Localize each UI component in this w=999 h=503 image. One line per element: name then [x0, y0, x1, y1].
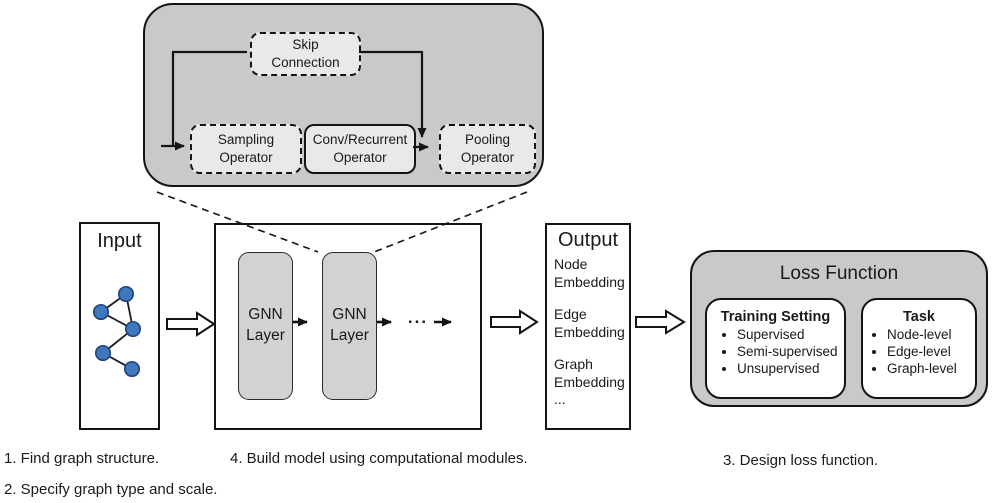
output-to-loss-arrow [635, 309, 686, 335]
gnn-layer-2: GNN Layer [322, 252, 377, 400]
conv-recurrent-operator-box: Conv/Recurrent Operator [304, 124, 416, 174]
skip-connection-box: Skip Connection [250, 32, 361, 76]
skip-connection-label: Skip Connection [271, 37, 340, 70]
sampling-operator-box: Sampling Operator [190, 124, 302, 174]
gnn-layer-2-label: GNN Layer [330, 306, 369, 344]
model-box: GNN Layer GNN Layer [214, 223, 482, 430]
task-item-node-level: Node-level [887, 327, 975, 342]
output-item-edge-embedding: Edge Embedding [554, 305, 625, 340]
caption-step2: 2. Specify graph type and scale. [4, 481, 218, 498]
caption-step3: 3. Design loss function. [723, 452, 879, 469]
training-item-supervised: Supervised [737, 327, 844, 342]
layers-ellipsis: ... [407, 308, 429, 327]
input-to-model-arrow [166, 311, 216, 337]
task-item-graph-level: Graph-level [887, 361, 975, 376]
output-title: Output [557, 229, 619, 251]
pooling-operator-label: Pooling Operator [460, 132, 515, 165]
model-to-output-arrow [490, 309, 539, 335]
training-setting-list: Supervised Semi-supervised Unsupervised [707, 327, 844, 376]
task-item-edge-level: Edge-level [887, 344, 975, 359]
training-setting-title: Training Setting [720, 309, 831, 325]
gnn-layer-1-label: GNN Layer [246, 306, 285, 344]
output-item-graph-embedding: Graph Embedding [554, 355, 625, 390]
loss-function-title: Loss Function [779, 263, 899, 284]
caption-step1: 1. Find graph structure. [4, 450, 160, 467]
caption-step4: 4. Build model using computational modul… [230, 450, 528, 467]
sampling-operator-label: Sampling Operator [217, 132, 275, 165]
loss-function-panel: Loss Function Training Setting Supervise… [690, 250, 988, 407]
task-box: Task Node-level Edge-level Graph-level [861, 298, 977, 399]
conv-recurrent-operator-label: Conv/Recurrent Operator [312, 132, 408, 165]
output-item-node-embedding: Node Embedding [554, 256, 625, 290]
task-title: Task [903, 309, 935, 325]
training-item-semi-supervised: Semi-supervised [737, 344, 844, 359]
training-item-unsupervised: Unsupervised [737, 361, 844, 376]
training-setting-box: Training Setting Supervised Semi-supervi… [705, 298, 846, 399]
output-item-ellipsis: ... [554, 391, 566, 408]
task-list: Node-level Edge-level Graph-level [863, 327, 975, 376]
pooling-operator-box: Pooling Operator [439, 124, 536, 174]
gnn-layer-1: GNN Layer [238, 252, 293, 400]
input-title: Input [97, 230, 142, 252]
computational-module-panel: Skip Connection Sampling Operator Conv/R… [143, 3, 544, 187]
output-list: Node Embedding Edge Embedding Graph Embe… [547, 252, 629, 409]
output-box: Output Node Embedding Edge Embedding Gra… [545, 223, 631, 430]
input-box: Input [79, 222, 160, 430]
